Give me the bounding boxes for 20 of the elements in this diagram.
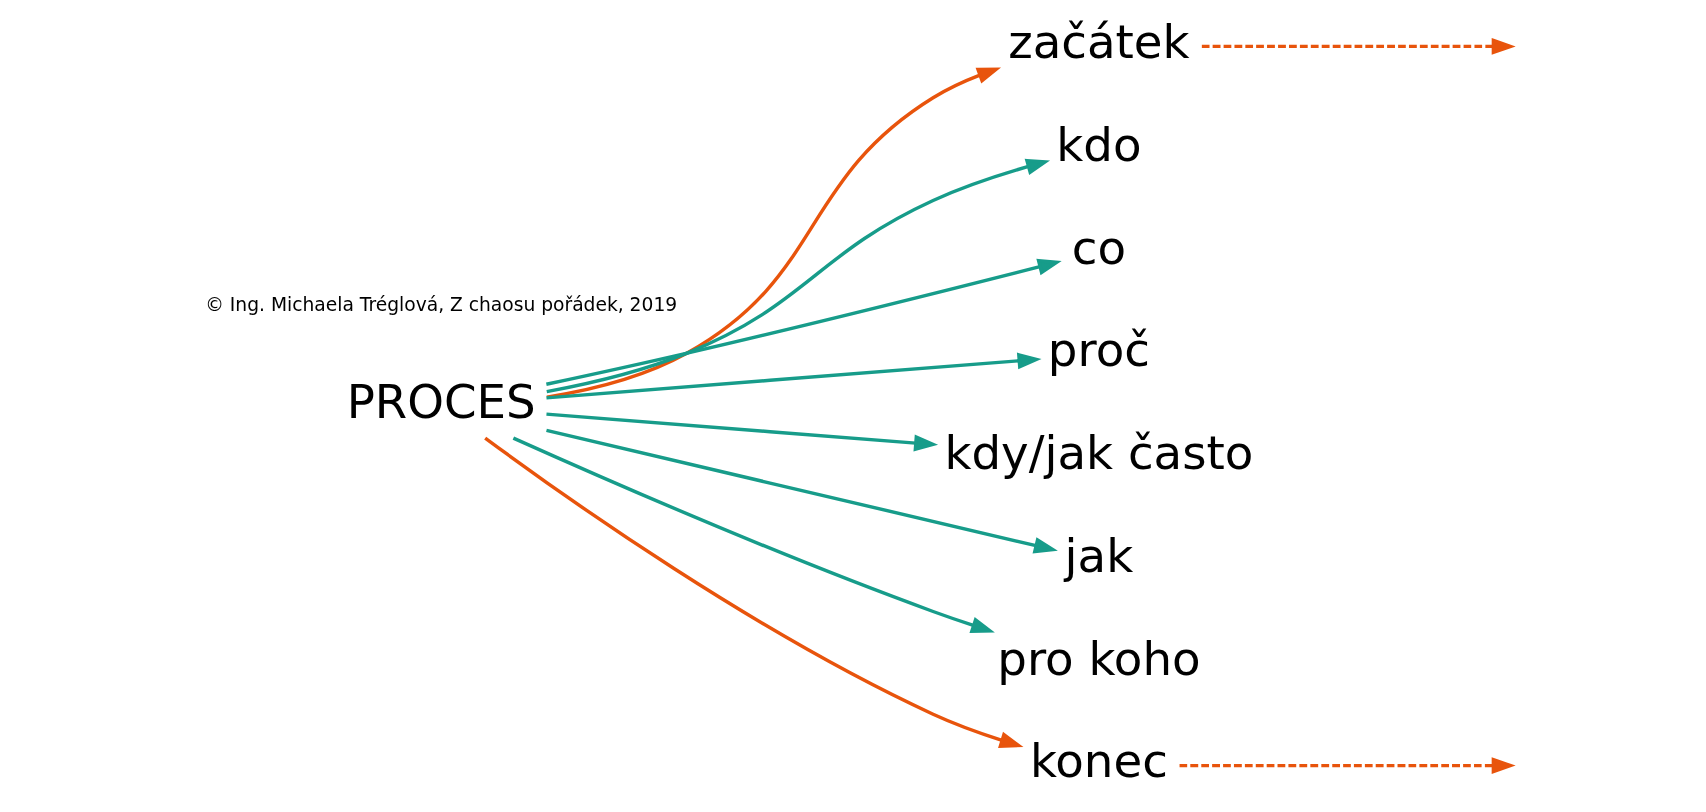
label: © Ing. Michaela Tréglová, Z chaosu pořádek, 2019 bbox=[204, 294, 677, 316]
arrow bbox=[1201, 38, 1516, 55]
arrow bbox=[512, 436, 995, 633]
node-text: konec bbox=[1029, 734, 1168, 789]
arrow bbox=[1179, 757, 1516, 774]
node-text: pro koho bbox=[996, 631, 1201, 686]
node-text: co bbox=[1071, 220, 1126, 275]
node-text: PROCES bbox=[346, 374, 536, 429]
node-text: proč bbox=[1047, 323, 1150, 378]
arrow bbox=[545, 352, 1041, 400]
arrow bbox=[483, 436, 1023, 748]
arrow bbox=[545, 428, 1058, 554]
arrow bbox=[545, 258, 1062, 386]
node-text: kdy/jak často bbox=[943, 426, 1253, 481]
arrow bbox=[545, 158, 1050, 394]
node-text: kdo bbox=[1055, 117, 1142, 172]
arrow bbox=[545, 412, 938, 452]
node-text: jak bbox=[1064, 528, 1133, 583]
arrow bbox=[546, 67, 1001, 399]
node-text: začátek bbox=[1007, 15, 1190, 70]
